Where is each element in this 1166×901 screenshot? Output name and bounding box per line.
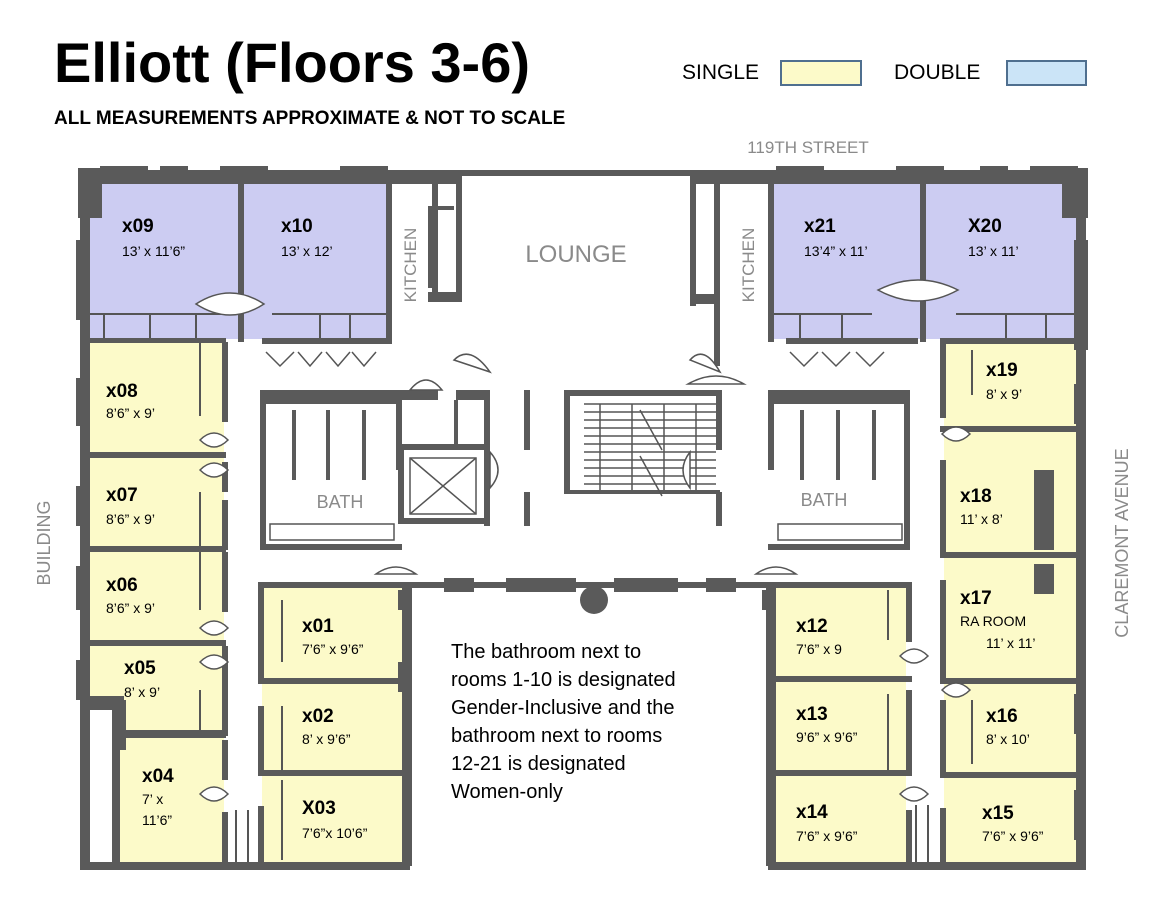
note-line: 12-21 is designated	[451, 753, 626, 775]
room-x12[interactable]	[770, 588, 906, 678]
room-x01-id: x01	[302, 616, 334, 637]
room-x04-dim2: 11’6”	[142, 812, 172, 828]
room-x03-id: X03	[302, 798, 336, 819]
walls	[76, 166, 1088, 870]
bath-right-label: BATH	[801, 490, 848, 510]
room-x08-dim: 8’6” x 9’	[106, 405, 155, 421]
bath-left-label: BATH	[317, 492, 364, 512]
room-x15-dim: 7’6” x 9’6”	[982, 828, 1044, 844]
note-line: Gender-Inclusive and the	[451, 697, 674, 719]
room-x03-dim: 7’6”x 10’6”	[302, 825, 368, 841]
room-x16-dim: 8’ x 10’	[986, 731, 1030, 747]
stairs	[584, 403, 716, 497]
room-x17-dim: 11’ x 11’	[986, 635, 1036, 651]
room-x16[interactable]	[944, 684, 1078, 772]
room-x13[interactable]	[770, 682, 906, 772]
room-x07-id: x07	[106, 485, 138, 506]
room-x09[interactable]	[88, 183, 240, 339]
room-x16-id: x16	[986, 706, 1018, 727]
room-x06-id: x06	[106, 575, 138, 596]
room-x14-id: x14	[796, 802, 828, 823]
room-x05-dim: 8’ x 9’	[124, 684, 160, 700]
room-x01[interactable]	[262, 588, 404, 680]
room-x21-id: x21	[804, 216, 836, 237]
room-x04-id: x04	[142, 766, 174, 787]
street-label-top: 119TH STREET	[747, 138, 869, 157]
room-x12-id: x12	[796, 616, 828, 637]
room-x02-dim: 8’ x 9’6”	[302, 731, 351, 747]
room-x18[interactable]	[944, 432, 1078, 554]
room-x06[interactable]	[88, 552, 224, 640]
room-x12-dim: 7’6” x 9	[796, 641, 842, 657]
page-title: Elliott (Floors 3-6)	[54, 31, 530, 94]
room-x04[interactable]	[118, 736, 224, 866]
room-x18-dim: 11’ x 8’	[960, 511, 1003, 527]
note-line: The bathroom next to	[451, 641, 641, 663]
room-labels: x09 13’ x 11’6” x10 13’ x 12’ x21 13’4” …	[106, 216, 1044, 844]
room-x01-dim: 7’6” x 9’6”	[302, 641, 364, 657]
kitchen-left-label: KITCHEN	[401, 228, 420, 303]
room-x13-id: x13	[796, 704, 828, 725]
doors	[194, 279, 972, 802]
street-label-right: CLAREMONT AVENUE	[1112, 448, 1132, 637]
room-x02[interactable]	[262, 684, 404, 772]
legend-double-swatch	[1006, 60, 1087, 86]
single-rooms	[88, 342, 1078, 866]
room-x10[interactable]	[242, 183, 388, 339]
room-x19[interactable]	[944, 342, 1078, 428]
page-subtitle: ALL MEASUREMENTS APPROXIMATE & NOT TO SC…	[54, 108, 566, 129]
room-x06-dim: 8’6” x 9’	[106, 600, 155, 616]
room-x08[interactable]	[88, 342, 224, 454]
note-line: rooms 1-10 is designated	[451, 669, 676, 691]
legend-single-label: SINGLE	[682, 61, 760, 84]
room-x20[interactable]	[924, 183, 1076, 339]
room-x19-id: x19	[986, 360, 1018, 381]
room-x08-id: x08	[106, 381, 138, 402]
room-x10-dim: 13’ x 12’	[281, 243, 333, 259]
room-x17[interactable]	[944, 558, 1078, 680]
closets	[88, 313, 1076, 866]
room-x21[interactable]	[770, 183, 922, 339]
room-x05-id: x05	[124, 658, 156, 679]
room-x21-dim: 13’4” x 11’	[804, 243, 868, 259]
room-x15[interactable]	[944, 776, 1078, 866]
room-x14[interactable]	[770, 776, 906, 866]
note-line: Women-only	[451, 781, 563, 803]
room-x07-dim: 8’6” x 9’	[106, 511, 155, 527]
closet-doors	[265, 351, 885, 368]
room-x20-id: X20	[968, 216, 1002, 237]
building-label-left: BUILDING	[34, 500, 54, 585]
room-x19-dim: 8’ x 9’	[986, 386, 1022, 402]
room-x15-id: x15	[982, 803, 1014, 824]
room-x04-dim: 7’ x	[142, 791, 163, 807]
room-x14-dim: 7’6” x 9’6”	[796, 828, 858, 844]
legend-double-label: DOUBLE	[894, 61, 981, 84]
room-x02-id: x02	[302, 706, 334, 727]
room-x10-id: x10	[281, 216, 313, 237]
room-x09-dim: 13’ x 11’6”	[122, 243, 185, 259]
bath-fixtures	[269, 523, 903, 541]
room-x13-dim: 9’6” x 9’6”	[796, 729, 858, 745]
bathroom-note: The bathroom next to rooms 1-10 is desig…	[451, 641, 676, 803]
room-x07[interactable]	[88, 458, 224, 548]
lounge-label: LOUNGE	[525, 241, 626, 268]
kitchen-right-label: KITCHEN	[739, 228, 758, 303]
room-x17-id: x17	[960, 588, 992, 609]
room-x17-note: RA ROOM	[960, 613, 1026, 629]
legend-single-swatch	[780, 60, 862, 86]
elevator	[409, 457, 477, 515]
room-x03[interactable]	[262, 776, 404, 866]
room-x09-id: x09	[122, 216, 154, 237]
note-line: bathroom next to rooms	[451, 725, 662, 747]
room-x20-dim: 13’ x 11’	[968, 243, 1019, 259]
room-x18-id: x18	[960, 486, 992, 507]
